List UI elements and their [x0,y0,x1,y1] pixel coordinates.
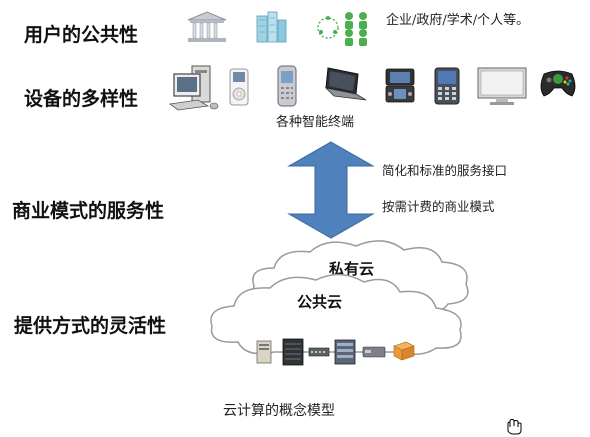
flat-tv-icon [476,66,528,106]
interface-note-1: 简化和标准的服务接口 [382,163,508,178]
smartphone-icon [434,67,460,105]
terminals-caption: 各种智能终端 [276,115,355,130]
people-group-icon [316,8,380,48]
network-switch-icon [308,346,330,358]
server-tower-icon [256,340,272,364]
handheld-console-icon [384,68,416,104]
mp3-player-icon [229,68,249,106]
private-cloud-label: 私有云 [329,260,375,278]
game-controller-icon [538,68,578,98]
heading-device-diversity: 设备的多样性 [24,88,139,110]
heading-delivery-flexibility: 提供方式的灵活性 [14,315,167,337]
office-buildings-icon [254,10,288,44]
storage-box-icon [392,340,416,362]
desktop-pc-icon [168,64,224,112]
router-icon [362,344,386,360]
heading-user-publicity: 用户的公共性 [24,24,139,46]
diagram-caption: 云计算的概念模型 [223,403,335,419]
public-cloud-label: 公共云 [297,293,343,311]
interface-note-2: 按需计费的商业模式 [382,199,495,214]
public-cloud-shape [204,268,470,358]
storage-array-icon [334,339,356,365]
government-building-icon [186,10,228,44]
hand-cursor-icon [505,419,523,435]
laptop-icon [320,66,368,106]
mobile-phone-icon [276,64,298,108]
double-arrow-connector [285,140,377,240]
heading-business-service: 商业模式的服务性 [12,200,165,222]
user-types-text: 企业/政府/学术/个人等。 [386,13,530,28]
server-rack-icon [282,338,304,366]
